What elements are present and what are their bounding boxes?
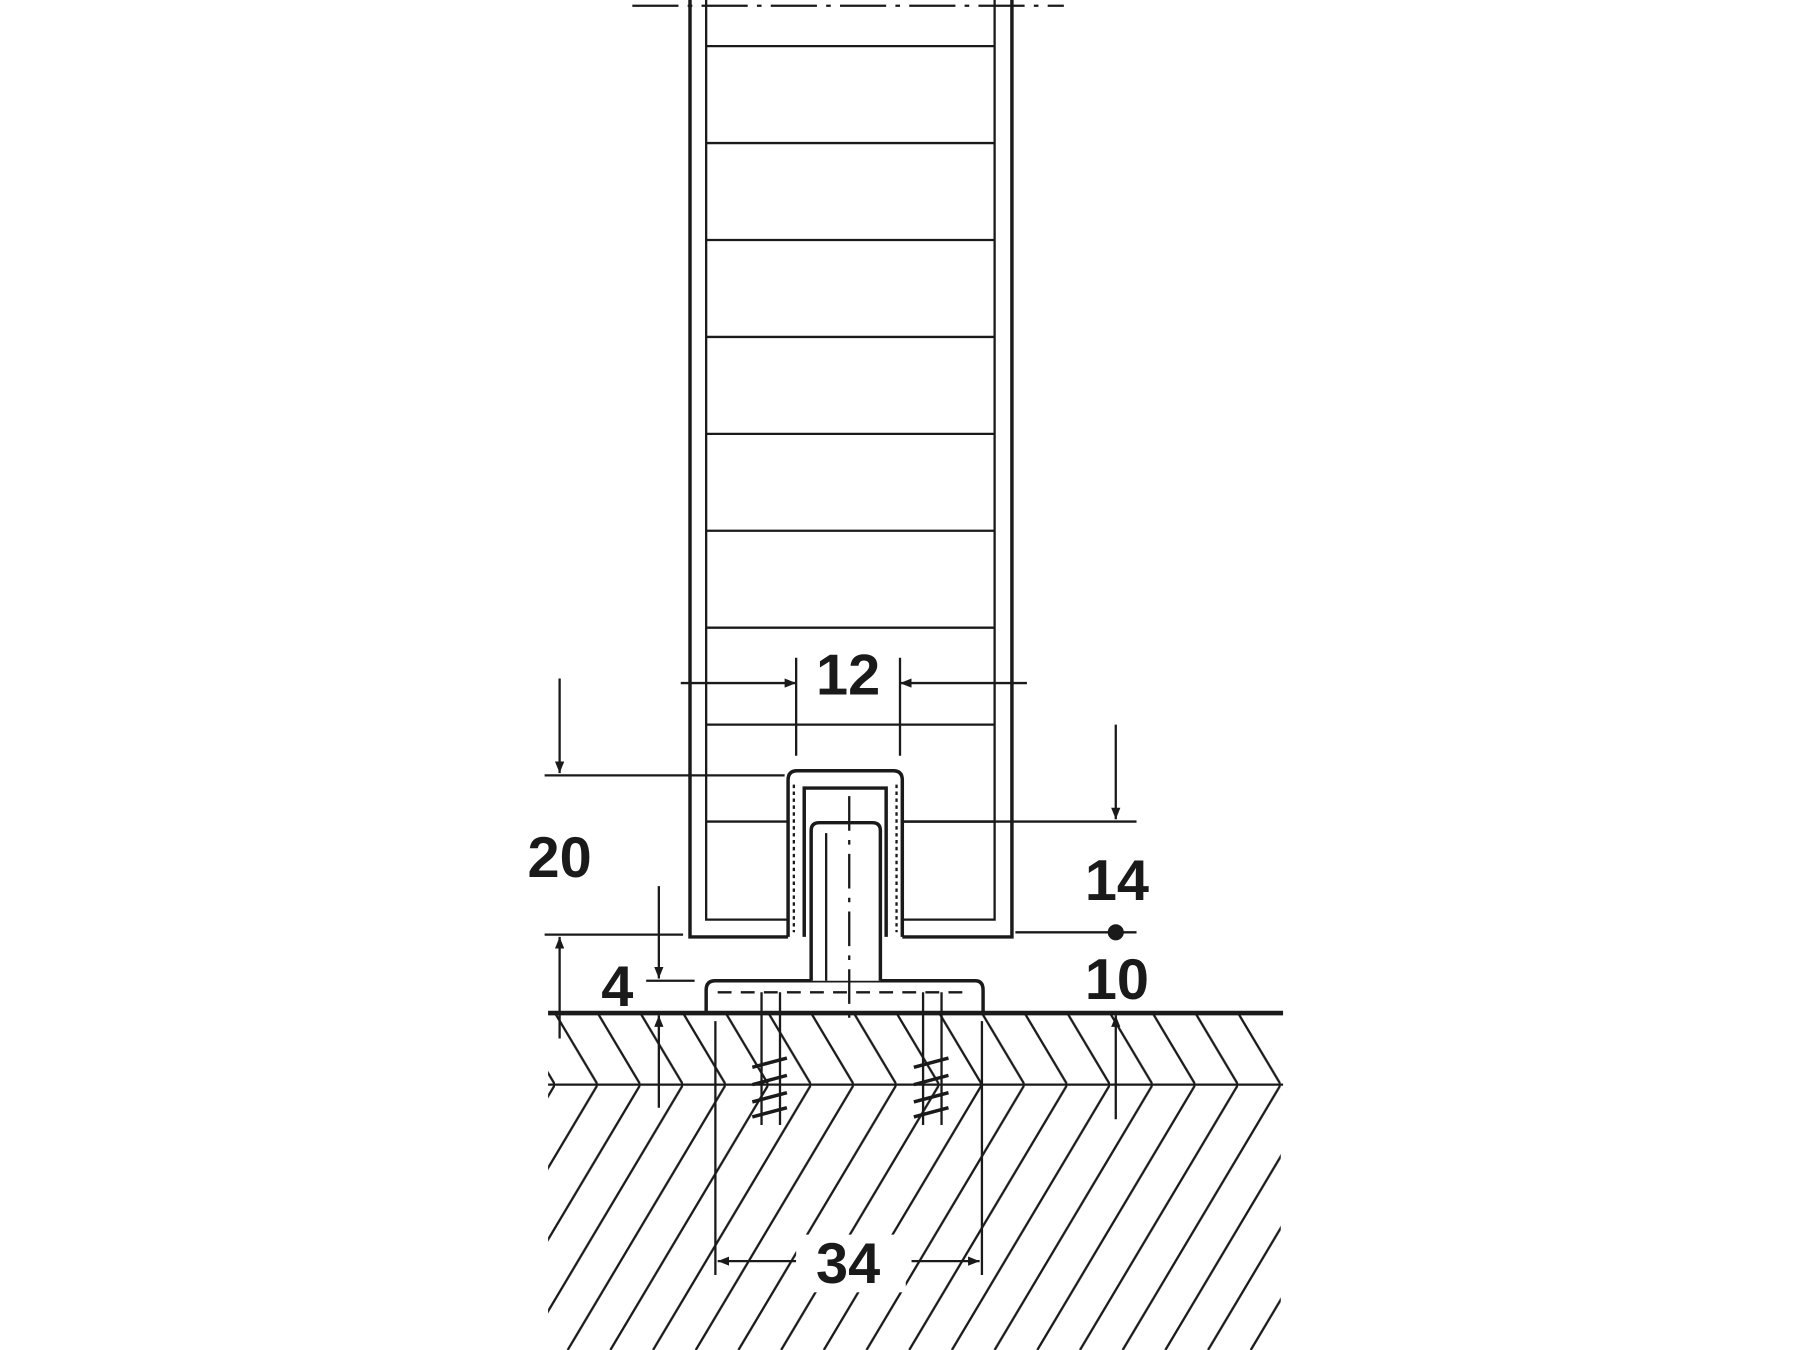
dimension-label-34: 34 — [816, 1232, 880, 1296]
floor-covering-hatch — [548, 1013, 1281, 1085]
dimension-34-lines — [714, 1021, 984, 1275]
dimension-14-lines — [902, 724, 1137, 823]
dimension-10-lines — [1015, 924, 1137, 1120]
dimension-label-10: 10 — [1085, 948, 1149, 1012]
door-panel — [688, 0, 1014, 939]
dimension-label-12: 12 — [816, 644, 880, 708]
dimension-label-14: 14 — [1085, 849, 1149, 913]
dimension-4-lines — [646, 886, 695, 1108]
dimension-label-4: 4 — [601, 955, 633, 1019]
dimension-label-20: 20 — [528, 826, 592, 890]
guide-pin — [809, 820, 883, 981]
floor-substrate-hatch — [548, 1084, 1281, 1350]
dimension-12-lines — [680, 657, 1027, 756]
u-channel-profile — [786, 769, 905, 937]
